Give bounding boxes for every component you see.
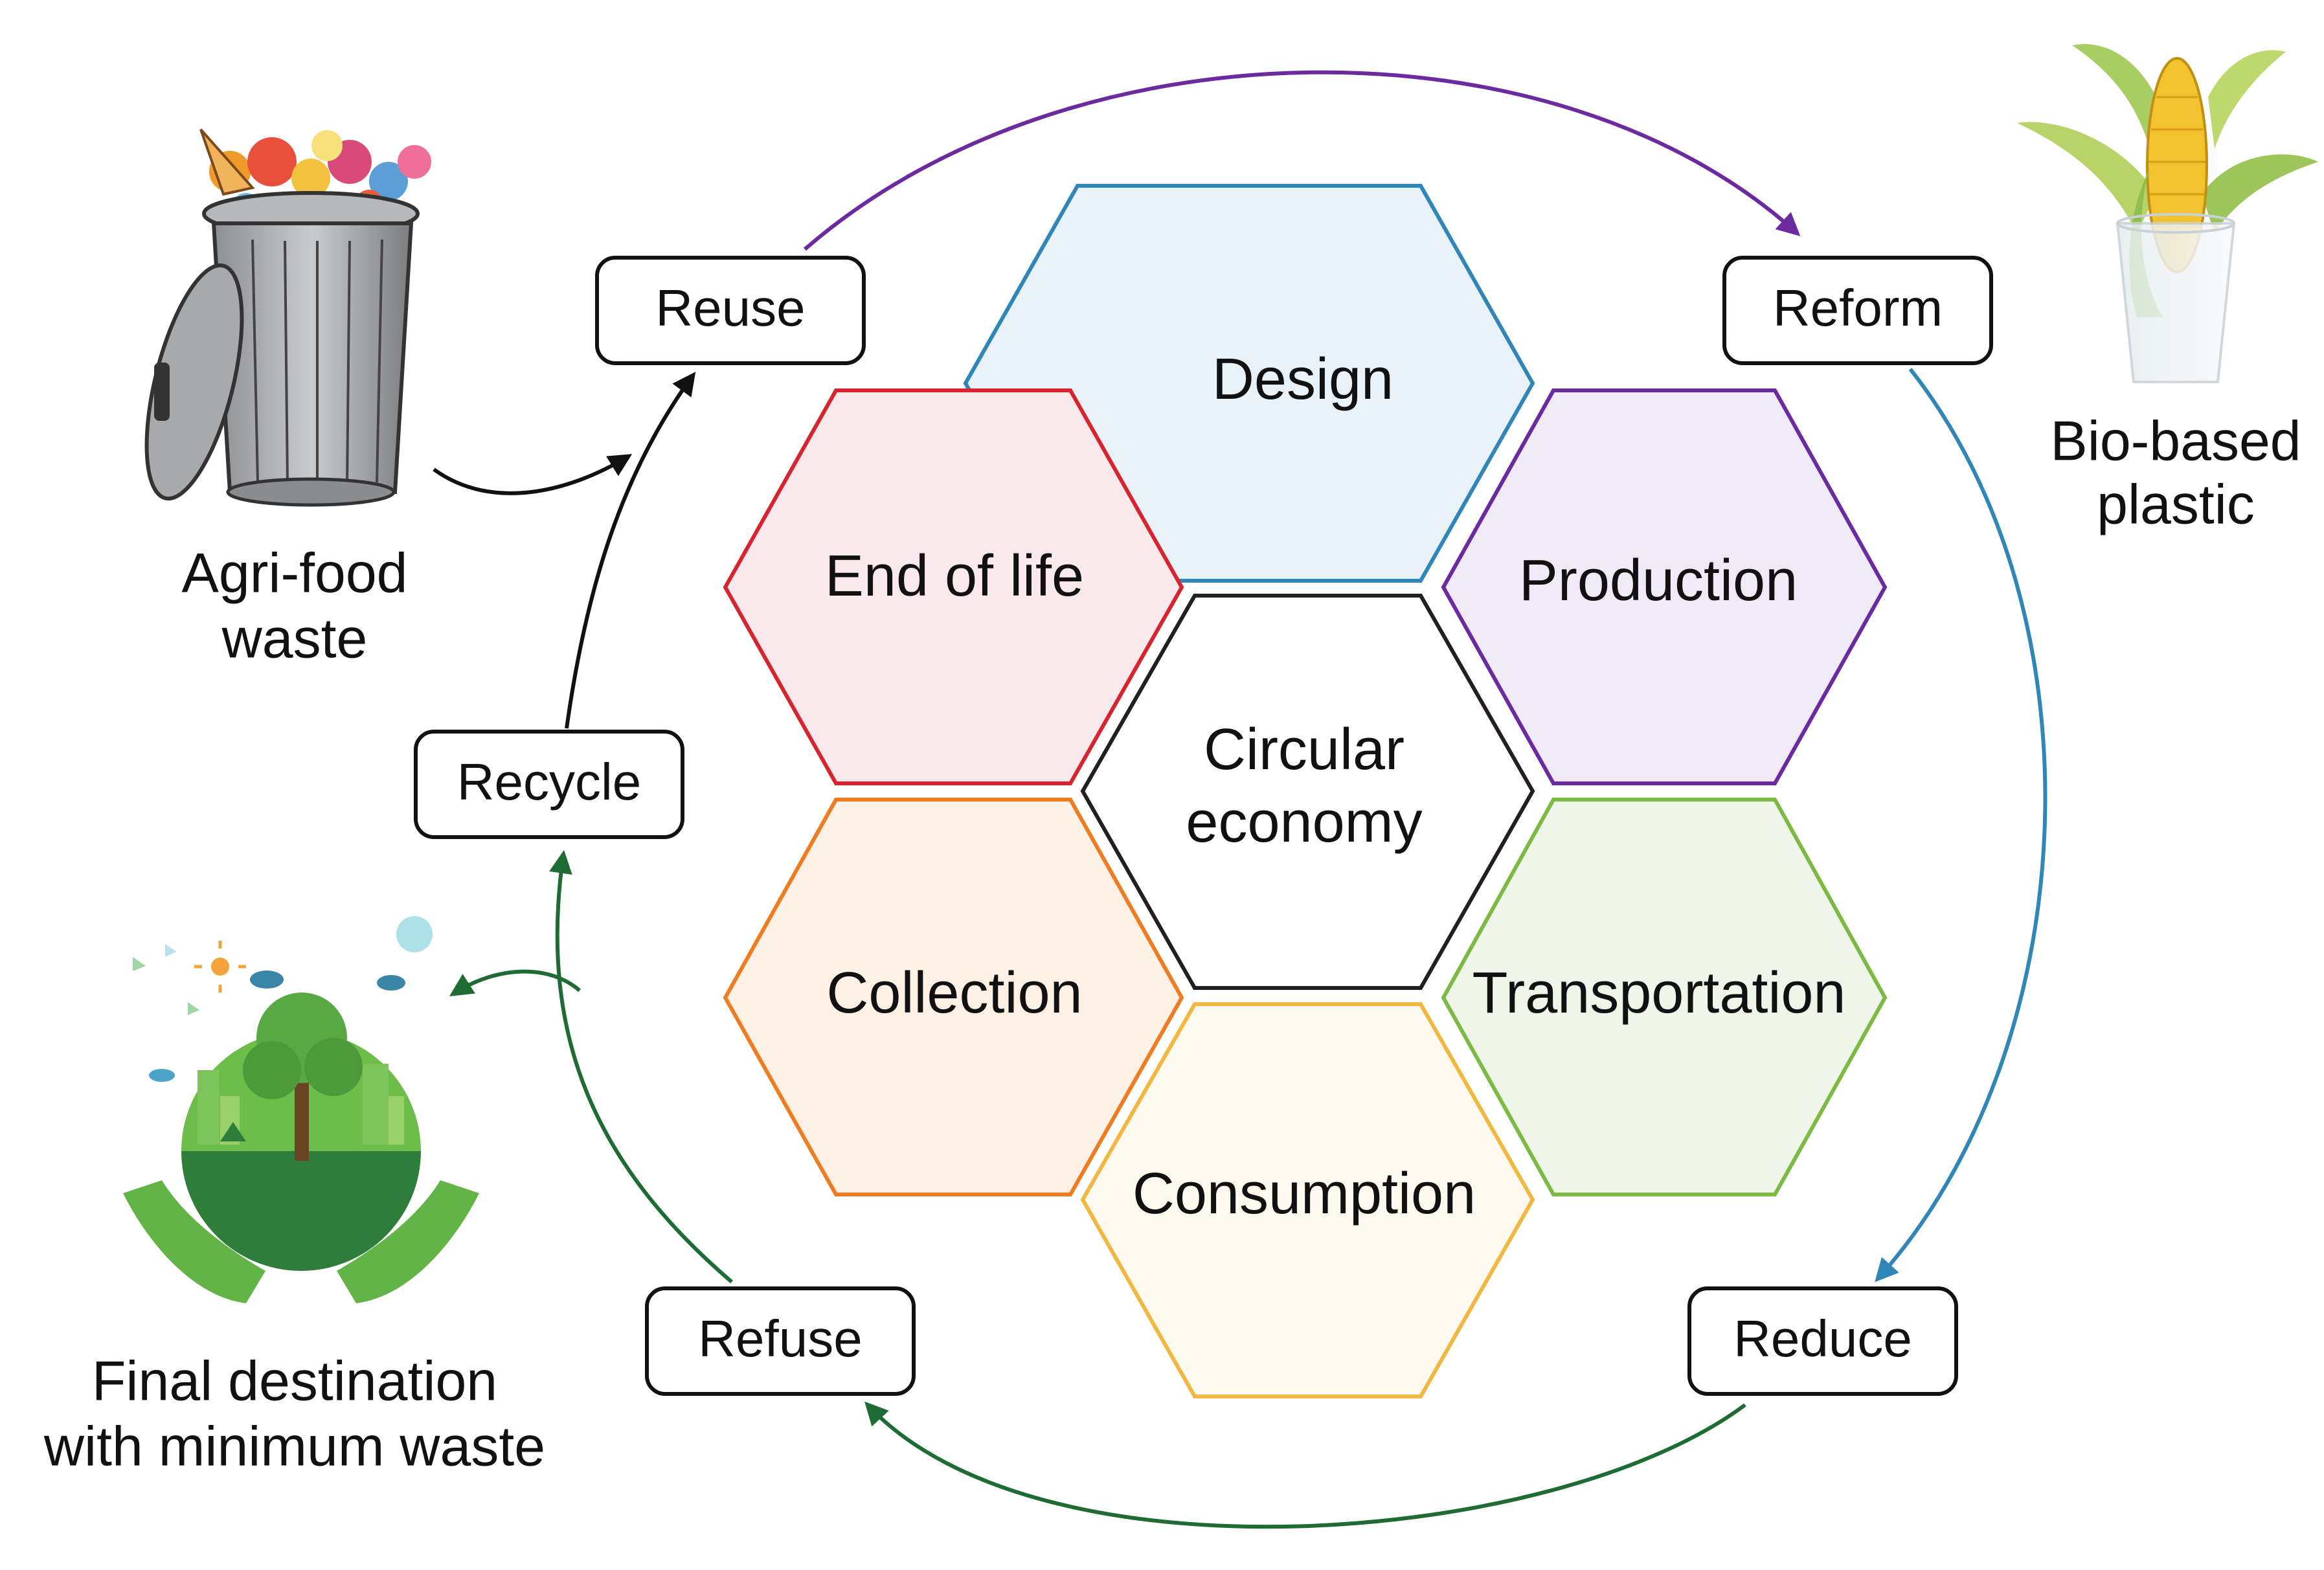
destination-label-line2: with minimum waste — [43, 1416, 545, 1478]
hex-consumption-label: Consumption — [1133, 1161, 1476, 1226]
hex-collection: Collection — [723, 798, 1184, 1196]
arrow-to-final-destination — [449, 969, 581, 996]
hex-end-of-life-label: End of life — [825, 544, 1084, 609]
hex-production-label: Production — [1519, 548, 1798, 613]
destination-label-line1: Final destination — [92, 1351, 497, 1413]
waste-label-line2: waste — [221, 608, 368, 670]
trash-can-icon — [144, 128, 431, 507]
hex-circular-economy: Circular economy — [1080, 594, 1535, 990]
center-label-line1: Circular — [1204, 717, 1405, 782]
box-recycle-label: Recycle — [457, 753, 642, 811]
box-reuse: Reuse — [595, 256, 866, 365]
plastic-label-line1: Bio-based — [2050, 410, 2301, 473]
hex-design-label: Design — [1212, 347, 1393, 412]
hex-production: Production — [1441, 388, 1888, 785]
waste-label-line1: Agri-food — [182, 543, 408, 605]
arrow-reform-to-reduce — [1875, 368, 2048, 1283]
box-refuse: Refuse — [645, 1286, 916, 1396]
hex-collection-label: Collection — [826, 961, 1082, 1026]
hex-transportation-label: Transportation — [1472, 961, 1846, 1026]
box-reuse-label: Reuse — [655, 279, 805, 337]
arrow-refuse-to-recycle — [549, 849, 733, 1284]
box-reduce: Reduce — [1687, 1286, 1958, 1396]
box-reduce-label: Reduce — [1733, 1310, 1912, 1367]
hex-transportation: Transportation — [1441, 798, 1888, 1196]
arrow-waste-to-reuse — [433, 454, 633, 495]
corn-cup-icon — [2017, 44, 2318, 383]
arrow-reuse-to-reform — [804, 70, 1801, 251]
box-recycle: Recycle — [414, 730, 684, 839]
hex-consumption: Consumption — [1080, 1002, 1535, 1398]
hex-end-of-life: End of life — [723, 388, 1184, 785]
arrow-reduce-to-refuse — [864, 1401, 1746, 1529]
plastic-label-line2: plastic — [2097, 474, 2255, 536]
box-reform: Reform — [1722, 256, 1993, 365]
center-label-line2: economy — [1186, 790, 1422, 855]
green-earth-hands-icon — [123, 916, 479, 1303]
box-reform-label: Reform — [1773, 279, 1943, 337]
arrow-recycle-to-reuse — [565, 372, 696, 729]
box-refuse-label: Refuse — [698, 1310, 862, 1367]
